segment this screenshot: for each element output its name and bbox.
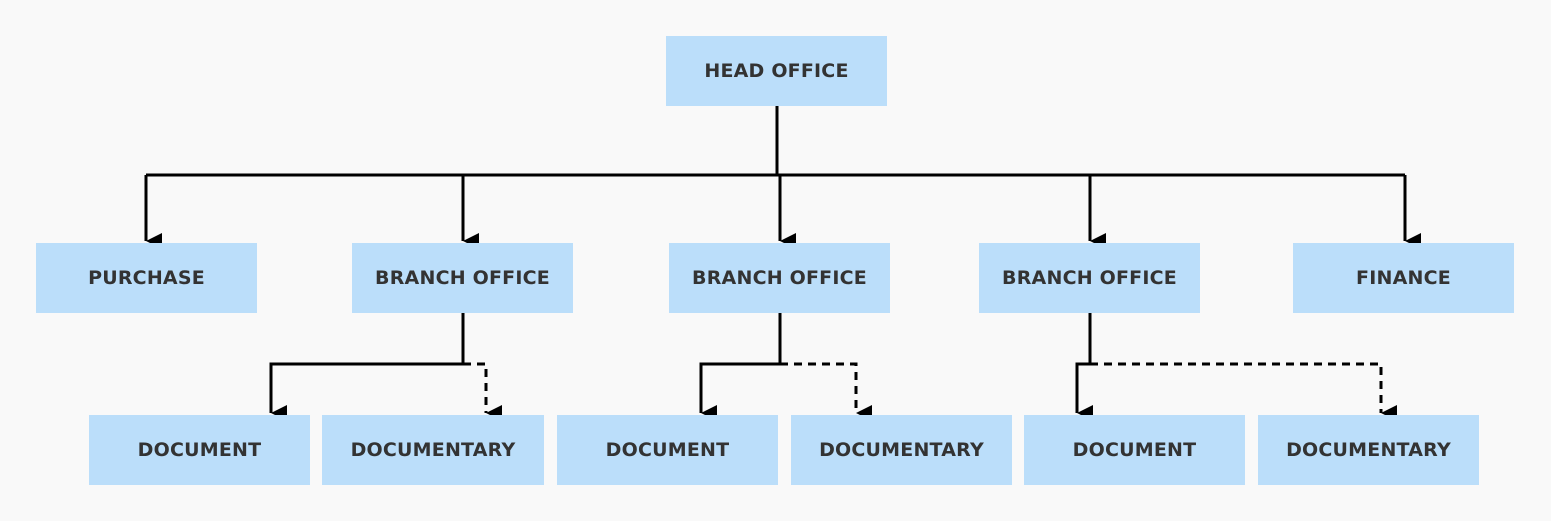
connector-branch2-document	[699, 313, 782, 421]
documentary-label: DOCUMENTARY	[819, 439, 984, 461]
connector-branch3-documentary	[1090, 362, 1397, 421]
document-box-2: DOCUMENT	[557, 415, 778, 485]
branch-office-label: BRANCH OFFICE	[692, 267, 867, 289]
finance-label: FINANCE	[1356, 267, 1451, 289]
head-office-label: HEAD OFFICE	[704, 60, 849, 82]
branch-office-box-1: BRANCH OFFICE	[352, 243, 573, 313]
branch-office-label: BRANCH OFFICE	[375, 267, 550, 289]
finance-box: FINANCE	[1293, 243, 1514, 313]
branch-office-box-2: BRANCH OFFICE	[669, 243, 890, 313]
head-office-box: HEAD OFFICE	[666, 36, 887, 106]
connector-branch2-documentary	[780, 362, 872, 421]
branch-office-box-3: BRANCH OFFICE	[979, 243, 1200, 313]
connector-branch1-documentary	[463, 362, 502, 421]
connector-branch3-document	[1075, 313, 1093, 421]
connector-branch1-document	[269, 313, 465, 421]
purchase-label: PURCHASE	[88, 267, 205, 289]
documentary-box-1: DOCUMENTARY	[322, 415, 544, 485]
documentary-box-2: DOCUMENTARY	[791, 415, 1012, 485]
document-box-3: DOCUMENT	[1024, 415, 1245, 485]
document-label: DOCUMENT	[1072, 439, 1197, 461]
branch-office-label: BRANCH OFFICE	[1002, 267, 1177, 289]
documentary-box-3: DOCUMENTARY	[1258, 415, 1479, 485]
document-box-1: DOCUMENT	[89, 415, 310, 485]
documentary-label: DOCUMENTARY	[1286, 439, 1451, 461]
document-label: DOCUMENT	[137, 439, 262, 461]
purchase-box: PURCHASE	[36, 243, 257, 313]
document-label: DOCUMENT	[605, 439, 730, 461]
documentary-label: DOCUMENTARY	[350, 439, 516, 461]
